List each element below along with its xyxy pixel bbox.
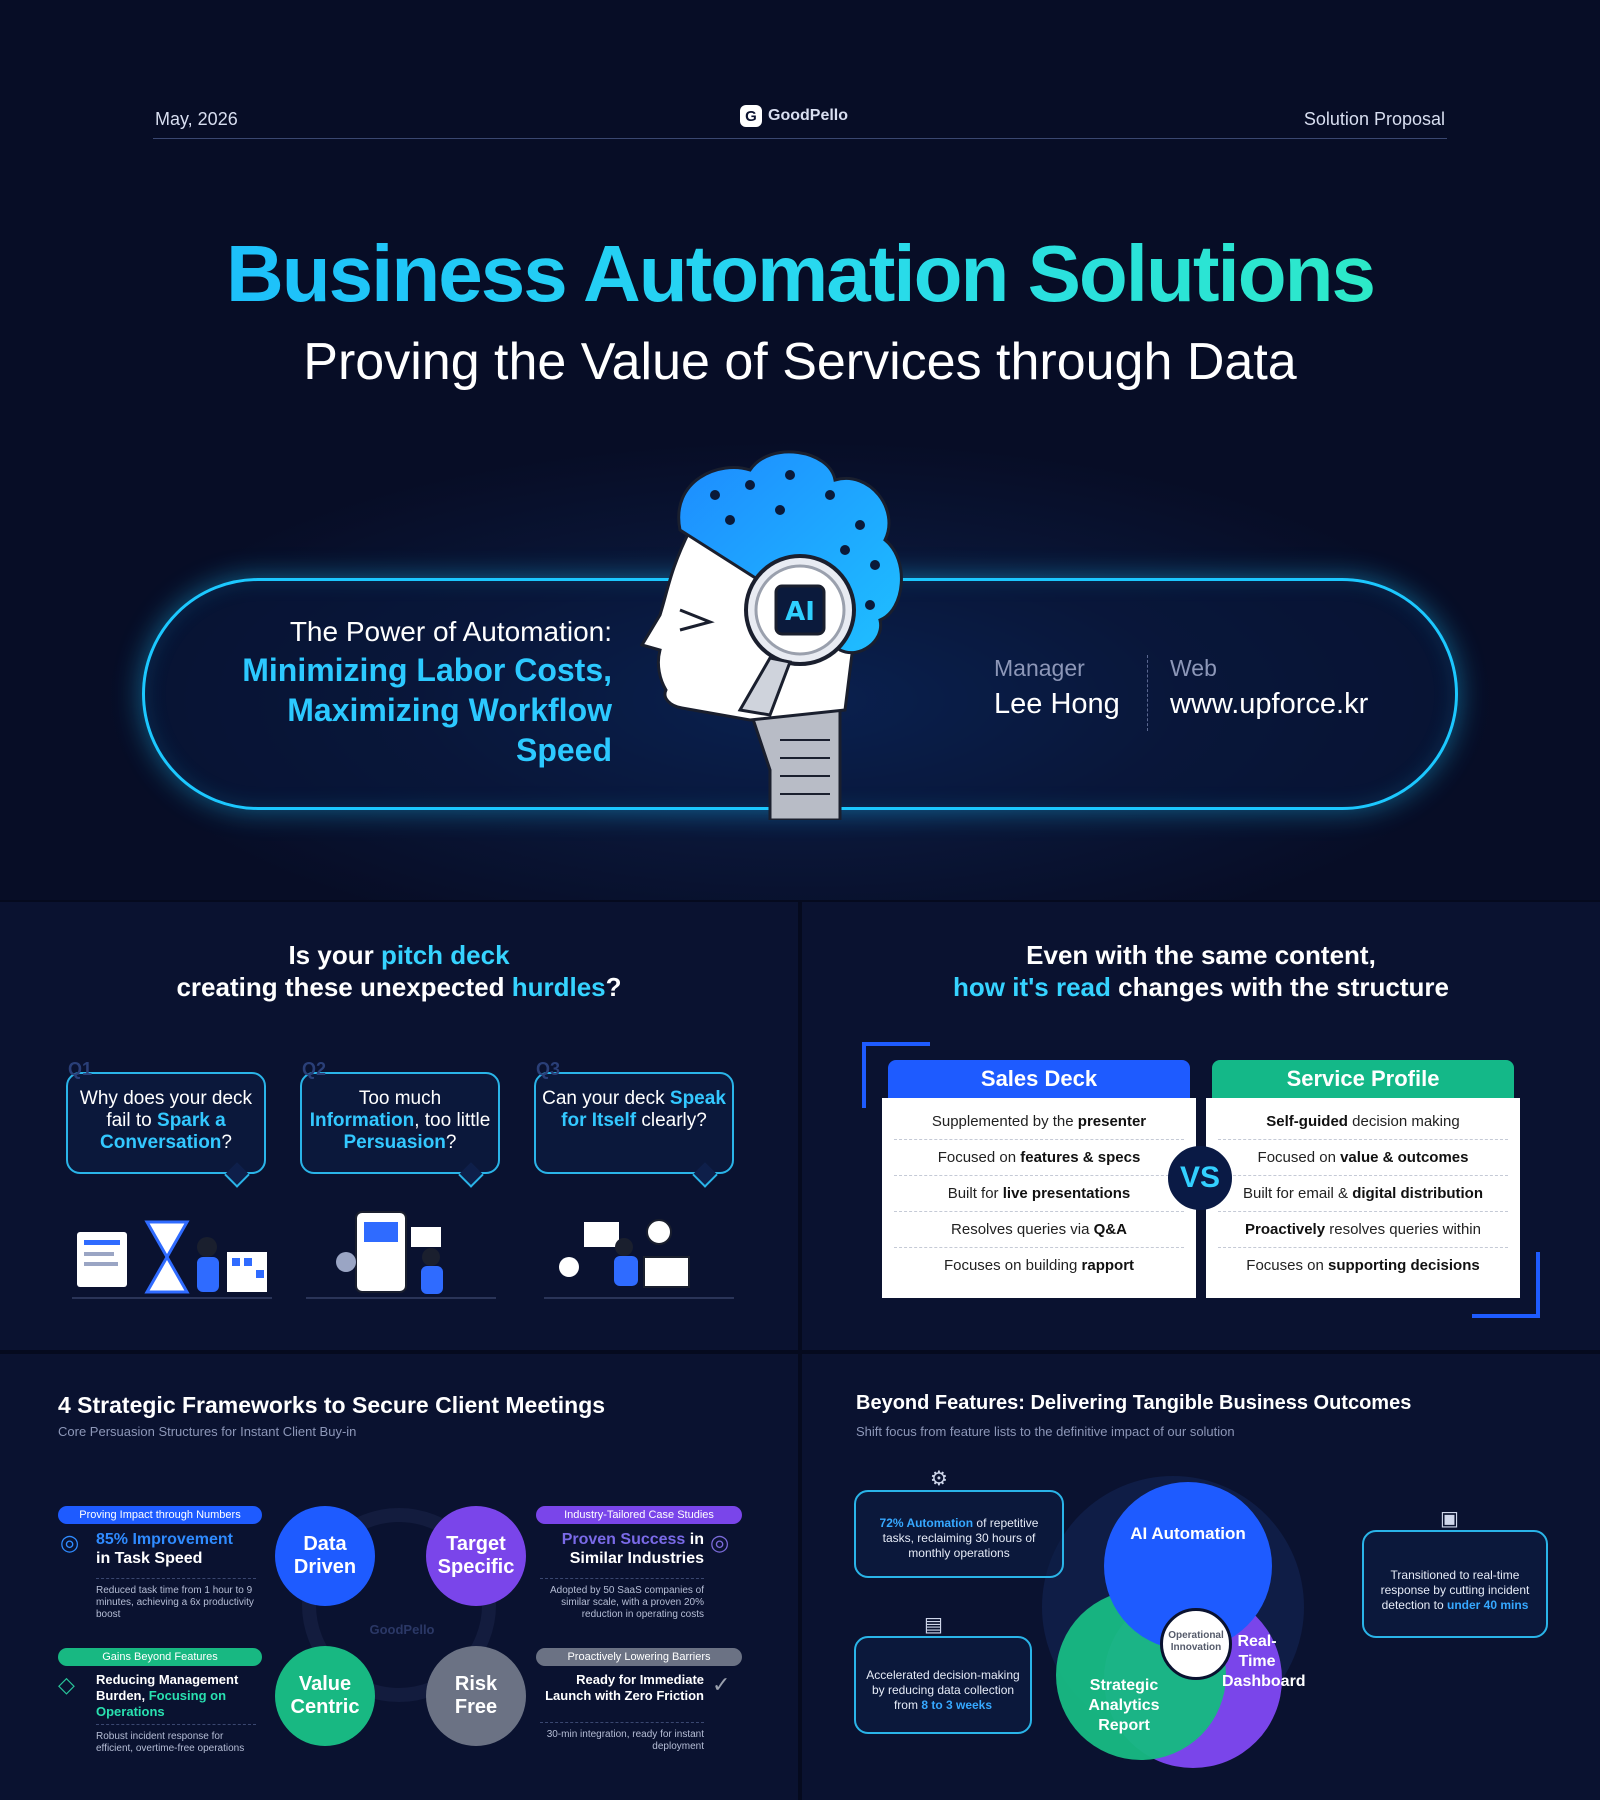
- frameworks-panel: 4 Strategic Frameworks to Secure Client …: [0, 1354, 798, 1800]
- web-url: www.upforce.kr: [1170, 688, 1369, 720]
- hero-header: May, 2026 G GoodPello Solution Proposal: [153, 105, 1447, 139]
- desk-illustration: [544, 1219, 734, 1299]
- sales-row: Built for live presentations: [894, 1176, 1184, 1212]
- chart-icon: ◎: [60, 1530, 80, 1555]
- report-icon: ▤: [924, 1614, 943, 1636]
- card-tag-gains: Gains Beyond Features: [58, 1648, 262, 1666]
- framework-center-logo: GoodPello: [369, 1622, 435, 1637]
- service-profile-card: Self-guided decision making Focused on v…: [1206, 1098, 1520, 1298]
- doc-type-label: Solution Proposal: [1303, 109, 1445, 129]
- meta-divider: [1147, 655, 1148, 731]
- card-headline-3: Reducing Management Burden, Focusing on …: [96, 1672, 239, 1719]
- cursor-icon: ◎: [710, 1530, 730, 1555]
- web-label: Web: [1170, 655, 1217, 681]
- card-headline-2: Proven Success in Similar Industries: [561, 1531, 704, 1567]
- card-tag-barriers: Proactively Lowering Barriers: [536, 1648, 742, 1666]
- sales-row: Focused on features & specs: [894, 1140, 1184, 1176]
- outcome-bubble-decision: Accelerated decision-making by reducing …: [854, 1636, 1032, 1734]
- outcomes-panel: Beyond Features: Delivering Tangible Bus…: [802, 1354, 1600, 1800]
- card-body-2: Adopted by 50 SaaS companies of similar …: [540, 1578, 704, 1621]
- venn-ai-label: AI Automation: [1130, 1524, 1246, 1543]
- card-body-3: Robust incident response for efficient, …: [96, 1724, 256, 1755]
- manager-name: Lee Hong: [994, 688, 1120, 720]
- service-row: Self-guided decision making: [1218, 1104, 1508, 1140]
- card-body-4: 30-min integration, ready for instant de…: [540, 1722, 704, 1753]
- venn-strategic-label: Strategic Analytics Report: [1088, 1677, 1160, 1734]
- ai-chip-label: AI: [785, 597, 815, 627]
- logo-mark-icon: G: [740, 105, 762, 127]
- check-circle-icon: ✓: [712, 1672, 731, 1697]
- power-highlight-1: Minimizing Labor Costs,: [242, 652, 612, 688]
- power-line: The Power of Automation:: [289, 616, 612, 647]
- pitch-heading: Is your pitch deck creating these unexpe…: [176, 940, 622, 1002]
- question-card-2: Q2 Too much Information, too little Pers…: [300, 1059, 500, 1188]
- sales-row: Focuses on building rapport: [943, 1257, 1135, 1274]
- question-card-3: Q3 Can your deck Speak for Itself clearl…: [534, 1059, 734, 1188]
- structure-heading: Even with the same content, how it's rea…: [953, 940, 1449, 1002]
- structure-panel: Even with the same content, how it's rea…: [802, 902, 1600, 1350]
- outcome-bubble-realtime: Transitioned to real-time response by cu…: [1362, 1530, 1548, 1638]
- brand-logo: G GoodPello: [740, 105, 848, 127]
- sales-deck-card: Supplemented by the presenter Focused on…: [882, 1098, 1196, 1298]
- manager-label: Manager: [994, 655, 1085, 681]
- outcome-bubble-automation: 72% Automation of repetitive tasks, recl…: [854, 1490, 1064, 1578]
- sales-row: Resolves queries via Q&A: [894, 1212, 1184, 1248]
- service-profile-header: Service Profile: [1212, 1060, 1514, 1098]
- card-body-1: Reduced task time from 1 hour to 9 minut…: [96, 1578, 256, 1621]
- outcomes-title: Beyond Features: Delivering Tangible Bus…: [856, 1392, 1412, 1414]
- frameworks-title: 4 Strategic Frameworks to Secure Client …: [58, 1392, 606, 1418]
- card-tag-case-studies: Industry-Tailored Case Studies: [536, 1506, 742, 1524]
- page-title: Business Automation Solutions: [0, 228, 1600, 320]
- card-tag-numbers: Proving Impact through Numbers: [58, 1506, 262, 1524]
- power-highlight: Minimizing Labor Costs, Maximizing Workf…: [242, 650, 612, 770]
- vs-badge: VS: [1168, 1146, 1232, 1210]
- question-card-1: Q1 Why does your deck fail to Spark a Co…: [66, 1059, 266, 1188]
- outcomes-subtitle: Shift focus from feature lists to the de…: [856, 1424, 1235, 1439]
- venn-center: [1160, 1608, 1232, 1680]
- monitor-icon: ▣: [1440, 1508, 1459, 1530]
- service-row: Focused on value & outcomes: [1218, 1140, 1508, 1176]
- ai-head-illustration: AI: [639, 450, 903, 820]
- hero-panel: May, 2026 G GoodPello Solution Proposal …: [0, 0, 1600, 900]
- hourglass-illustration: [72, 1220, 272, 1299]
- pitch-panel: Is your pitch deck creating these unexpe…: [0, 902, 798, 1350]
- venn-dashboard-label: Real-Time Dashboard: [1222, 1633, 1306, 1690]
- diamond-icon: ◇: [58, 1672, 75, 1697]
- frameworks-subtitle: Core Persuasion Structures for Instant C…: [58, 1424, 357, 1439]
- phone-illustration: [306, 1211, 496, 1299]
- sales-deck-header: Sales Deck: [888, 1060, 1190, 1098]
- page-subtitle: Proving the Value of Services through Da…: [303, 333, 1297, 391]
- card-headline-1: 85% Improvement in Task Speed: [96, 1531, 233, 1567]
- brand-name: GoodPello: [768, 107, 848, 124]
- robot-icon: ⚙: [930, 1468, 948, 1490]
- service-row: Proactively resolves queries within: [1218, 1212, 1508, 1248]
- sales-row: Supplemented by the presenter: [894, 1104, 1184, 1140]
- power-highlight-2: Maximizing Workflow: [287, 692, 612, 728]
- date-label: May, 2026: [155, 109, 238, 129]
- service-row: Built for email & digital distribution: [1218, 1176, 1508, 1212]
- power-highlight-3: Speed: [515, 732, 612, 768]
- card-headline-4: Ready for Immediate Launch with Zero Fri…: [545, 1672, 704, 1703]
- service-row: Focuses on supporting decisions: [1246, 1257, 1480, 1274]
